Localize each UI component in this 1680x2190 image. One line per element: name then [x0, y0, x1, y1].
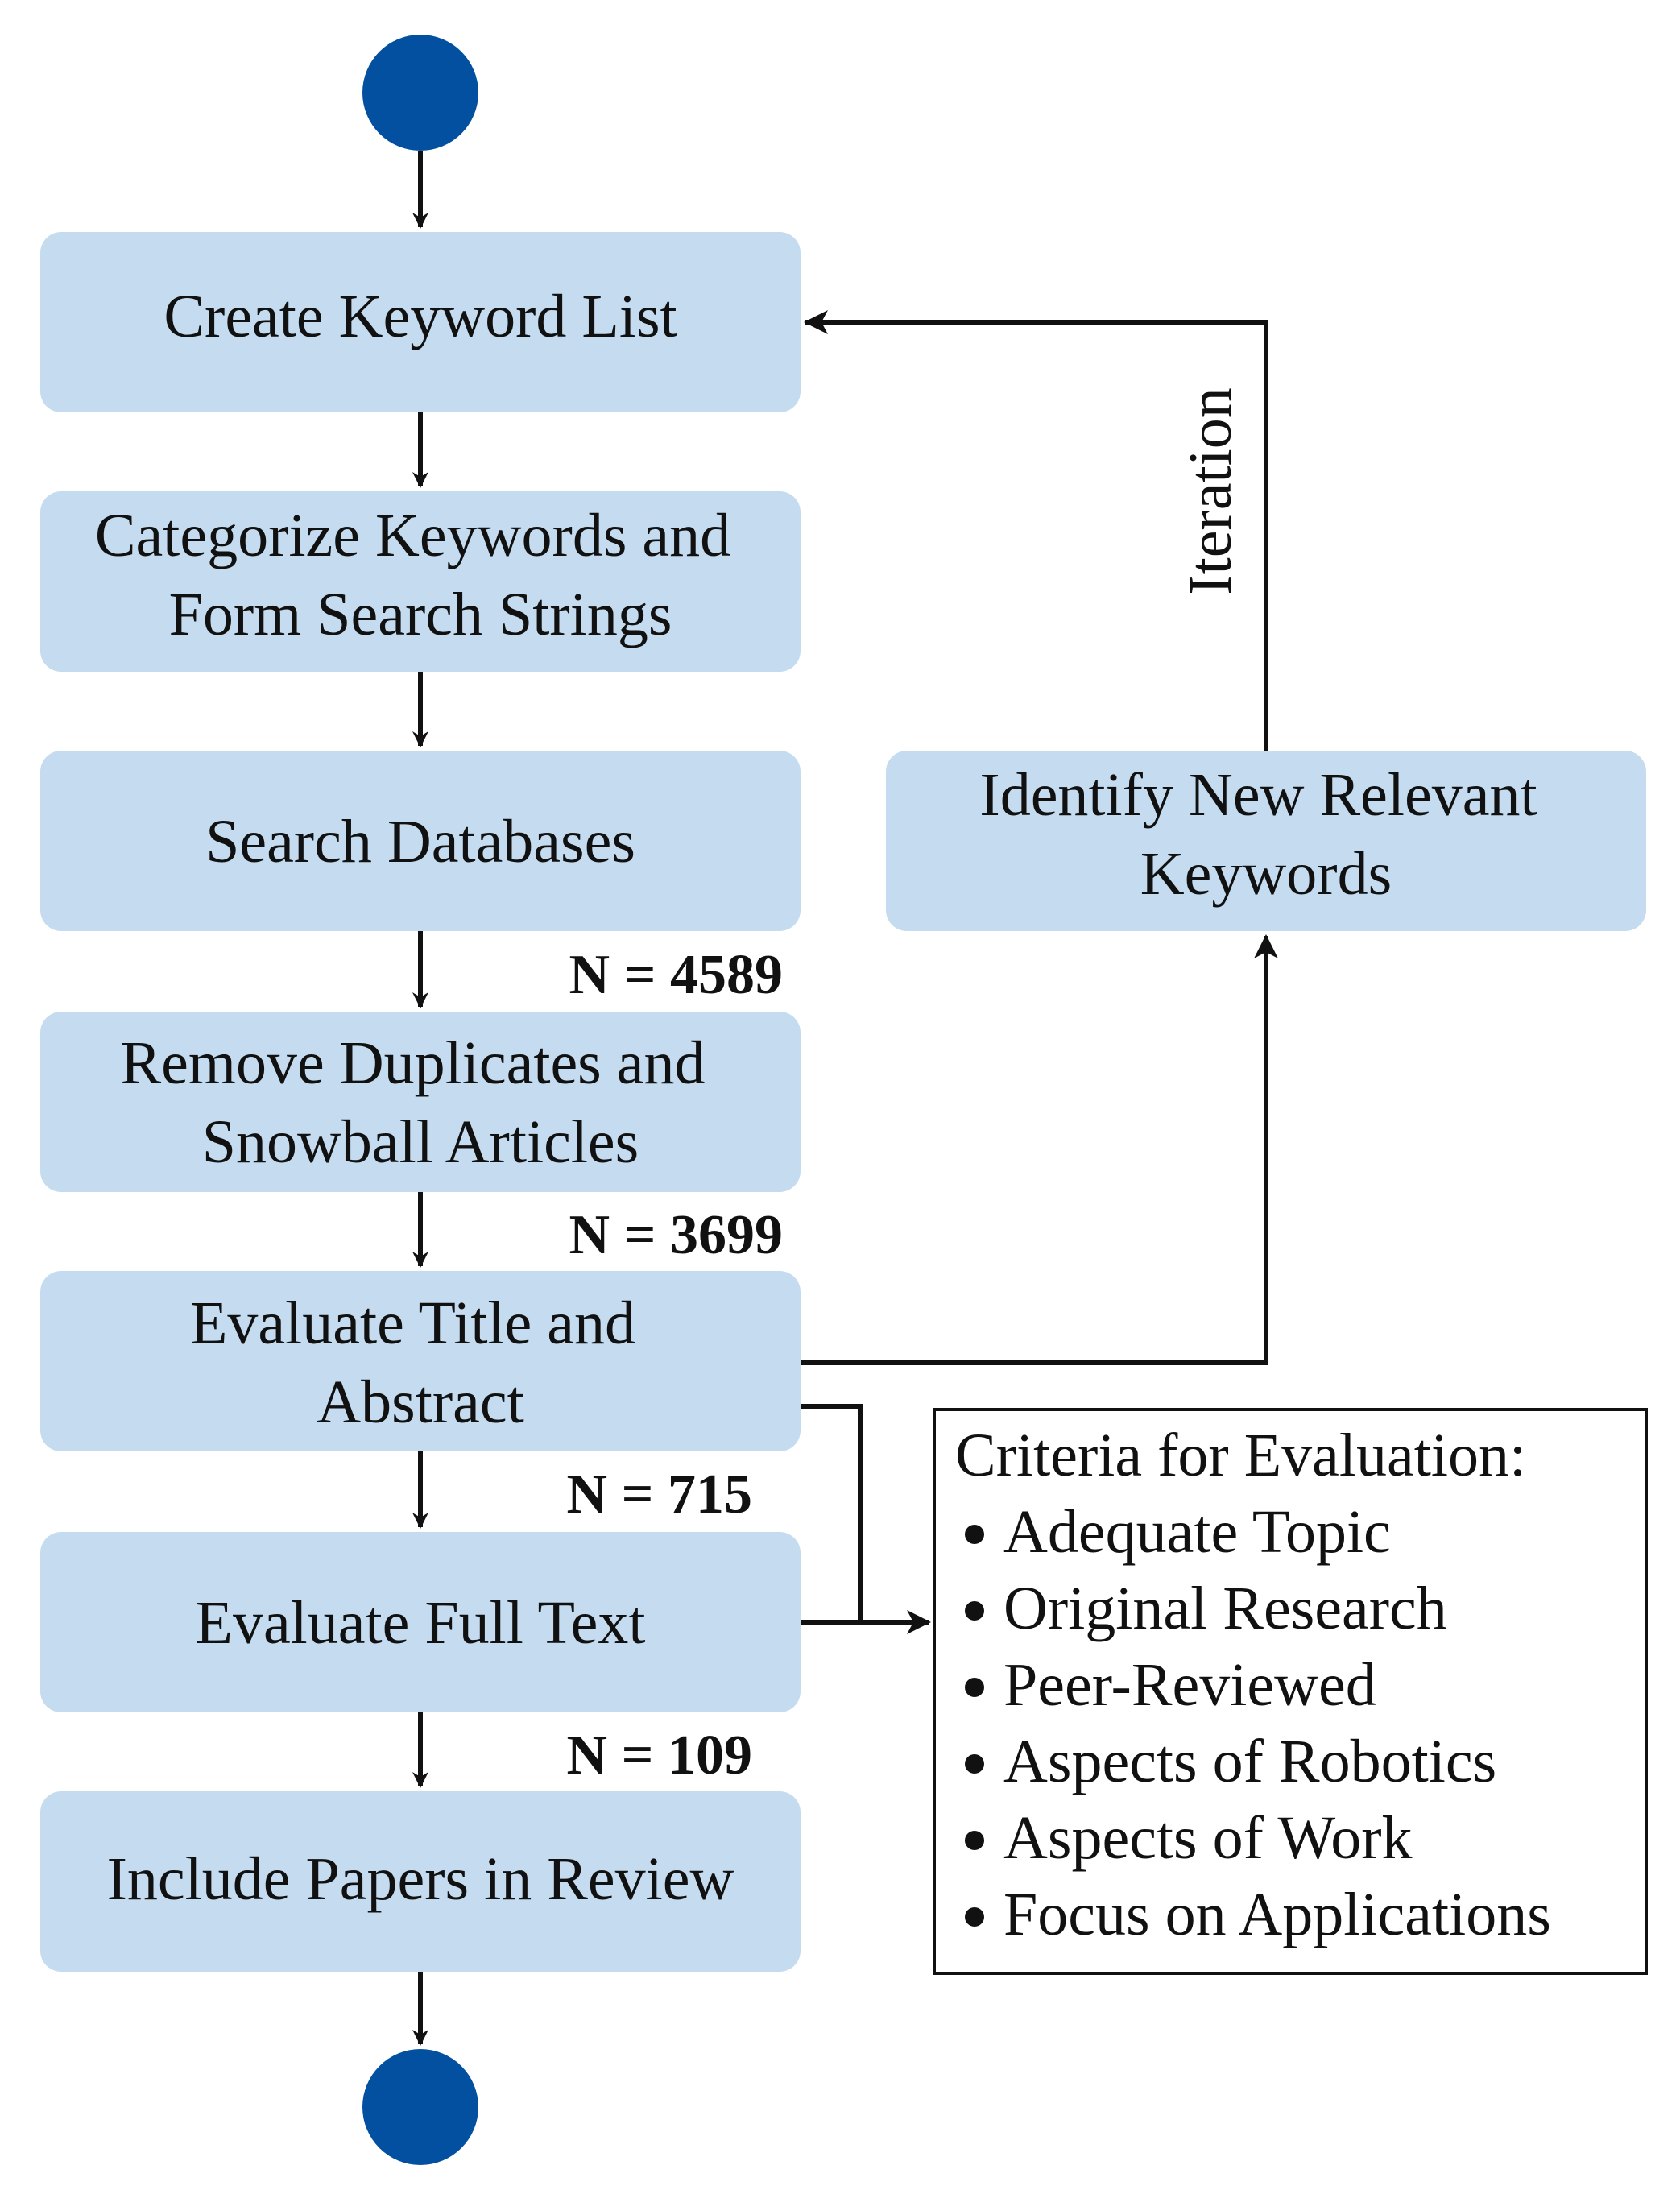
step-remove-duplicates: Remove Duplicates and Snowball Articles [40, 1012, 801, 1192]
svg-text:Include Papers in Review: Include Papers in Review [107, 1845, 734, 1913]
step-title-line-2: Abstract [317, 1368, 523, 1436]
svg-text:Search Databases: Search Databases [205, 808, 635, 876]
criteria-connector [801, 1404, 931, 1634]
criteria-item-4: Aspects of Robotics [1003, 1728, 1496, 1795]
step-identify-line-2: Keywords [1140, 840, 1392, 908]
step-identify-line-1: Identify New Relevant [979, 761, 1537, 829]
criteria-frame [933, 1408, 1648, 1975]
box-create [40, 232, 801, 412]
criteria-bullet-5 [965, 1831, 984, 1850]
criteria-bullet-3 [965, 1678, 984, 1697]
step-title-line-1: Evaluate Title and [190, 1290, 635, 1357]
box-remove [40, 1012, 801, 1192]
count-after-fulltext: N = 109 [567, 1724, 752, 1786]
count-after-title: N = 715 [567, 1463, 752, 1526]
criteria-item-6: Focus on Applications [1003, 1881, 1551, 1948]
step-create-line-1: Create Keyword List [163, 283, 677, 350]
start-node [362, 35, 478, 151]
box-categorize [40, 491, 801, 672]
iteration-label: Iteration [1177, 387, 1244, 594]
step-evaluate-title-abstract: Evaluate Title and Abstract [40, 1271, 801, 1451]
svg-text:Categorize Keywords and: Categorize Keywords and Form Search Stri… [95, 502, 746, 648]
step-search-databases: Search Databases [40, 751, 801, 931]
criteria-item-1: Adequate Topic [1003, 1498, 1391, 1566]
step-categorize-keywords: Categorize Keywords and Form Search Stri… [40, 491, 801, 672]
svg-text:Create Keyword List: Create Keyword List [163, 283, 677, 350]
step-evaluate-full-text: Evaluate Full Text [40, 1532, 801, 1712]
criteria-item-2: Original Research [1003, 1575, 1447, 1642]
step-remove-line-1: Remove Duplicates and [120, 1029, 705, 1097]
loop-title-to-identify [801, 934, 1278, 1365]
step-search-line-1: Search Databases [205, 808, 635, 876]
step-include-line-1: Include Papers in Review [107, 1845, 734, 1913]
svg-text:Evaluate Full Text: Evaluate Full Text [196, 1589, 646, 1657]
box-fulltext [40, 1532, 801, 1712]
step-fulltext-line-1: Evaluate Full Text [196, 1589, 646, 1657]
box-title [40, 1271, 801, 1451]
loop-identify-to-create [804, 310, 1268, 751]
box-search [40, 751, 801, 931]
step-remove-line-2: Snowball Articles [202, 1108, 639, 1176]
end-node [362, 2049, 478, 2165]
step-categorize-line-1: Categorize Keywords and [95, 502, 730, 569]
box-include [40, 1791, 801, 1972]
criteria-item-3: Peer-Reviewed [1003, 1651, 1376, 1719]
criteria-bullet-1 [965, 1525, 984, 1544]
step-identify-keywords: Identify New Relevant Keywords [886, 751, 1646, 931]
criteria-box: Criteria for Evaluation: Adequate Topic … [933, 1408, 1648, 1975]
criteria-item-5: Aspects of Work [1003, 1804, 1413, 1872]
criteria-heading: Criteria for Evaluation: [955, 1422, 1526, 1489]
svg-text:Evaluate Title and Abstr: Evaluate Title and Abstract [190, 1290, 651, 1436]
step-categorize-line-2: Form Search Strings [169, 581, 672, 648]
svg-text:Identify New Relevant Ke: Identify New Relevant Keywords [979, 761, 1552, 908]
step-include-papers: Include Papers in Review [40, 1791, 801, 1972]
criteria-bullet-6 [965, 1907, 984, 1927]
count-after-remove: N = 3699 [569, 1204, 783, 1266]
svg-text:Remove Duplicates and Sn: Remove Duplicates and Snowball Articles [120, 1029, 720, 1176]
criteria-bullet-2 [965, 1601, 984, 1621]
step-create-keyword-list: Create Keyword List [40, 232, 801, 412]
box-identify [886, 751, 1646, 931]
criteria-bullet-4 [965, 1754, 984, 1774]
count-after-search: N = 4589 [569, 944, 783, 1006]
